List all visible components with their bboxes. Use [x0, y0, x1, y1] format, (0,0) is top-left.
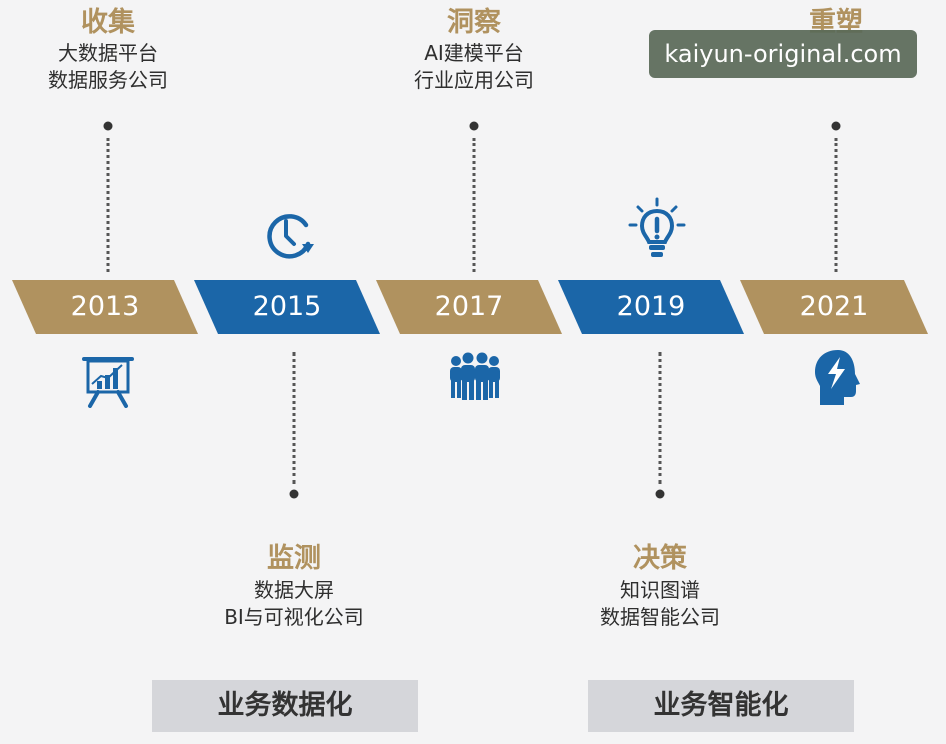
year-2013-label: 2013 [70, 291, 140, 322]
stage-2019-title: 决策 [633, 543, 687, 574]
brain-head-icon [812, 348, 862, 412]
year-2015-segment: 2015 [192, 280, 382, 334]
stage-2015-line1: 数据大屏 [254, 578, 334, 602]
connector-line-2017 [472, 138, 476, 272]
stage-2017-description: AI建模平台 行业应用公司 [414, 40, 534, 94]
stage-2013-description: 大数据平台 数据服务公司 [48, 40, 168, 94]
phase-business-digitalization: 业务数据化 [152, 680, 418, 732]
connector-dot-2019 [655, 489, 665, 499]
stage-2013-line1: 大数据平台 [58, 41, 158, 65]
connector-line-2015 [292, 352, 296, 484]
connector-line-2013 [106, 138, 110, 272]
stage-2019-line2: 数据智能公司 [600, 605, 720, 629]
year-2021-segment: 2021 [738, 280, 930, 334]
year-2013-segment: 2013 [10, 280, 200, 334]
stage-2013-line2: 数据服务公司 [48, 68, 168, 92]
connector-line-2021 [834, 138, 838, 272]
lightbulb-icon [626, 196, 688, 268]
phase-business-intelligence: 业务智能化 [588, 680, 854, 732]
watermark-badge: kaiyun-original.com [649, 30, 917, 78]
stage-2013-title: 收集 [81, 7, 135, 38]
connector-dot-2015 [289, 489, 299, 499]
stage-2019-line1: 知识图谱 [620, 578, 700, 602]
connector-dot-2013 [103, 121, 113, 131]
stage-2019-description: 知识图谱 数据智能公司 [600, 577, 720, 631]
stage-2015-line2: BI与可视化公司 [224, 605, 364, 629]
stage-2015-title: 监测 [267, 543, 321, 574]
people-group-icon [446, 352, 504, 406]
connector-dot-2021 [831, 121, 841, 131]
year-2017-segment: 2017 [374, 280, 564, 334]
year-2019-segment: 2019 [556, 280, 746, 334]
connector-line-2019 [658, 352, 662, 484]
year-2021-label: 2021 [799, 291, 869, 322]
stage-2015-description: 数据大屏 BI与可视化公司 [224, 577, 364, 631]
year-2015-label: 2015 [252, 291, 322, 322]
stage-2017-line2: 行业应用公司 [414, 68, 534, 92]
year-2017-label: 2017 [434, 291, 504, 322]
stage-2017-title: 洞察 [447, 7, 501, 38]
year-2019-label: 2019 [616, 291, 686, 322]
stage-2017-line1: AI建模平台 [424, 41, 524, 65]
presentation-chart-icon [82, 354, 134, 412]
connector-dot-2017 [469, 121, 479, 131]
clock-refresh-icon [262, 208, 318, 268]
